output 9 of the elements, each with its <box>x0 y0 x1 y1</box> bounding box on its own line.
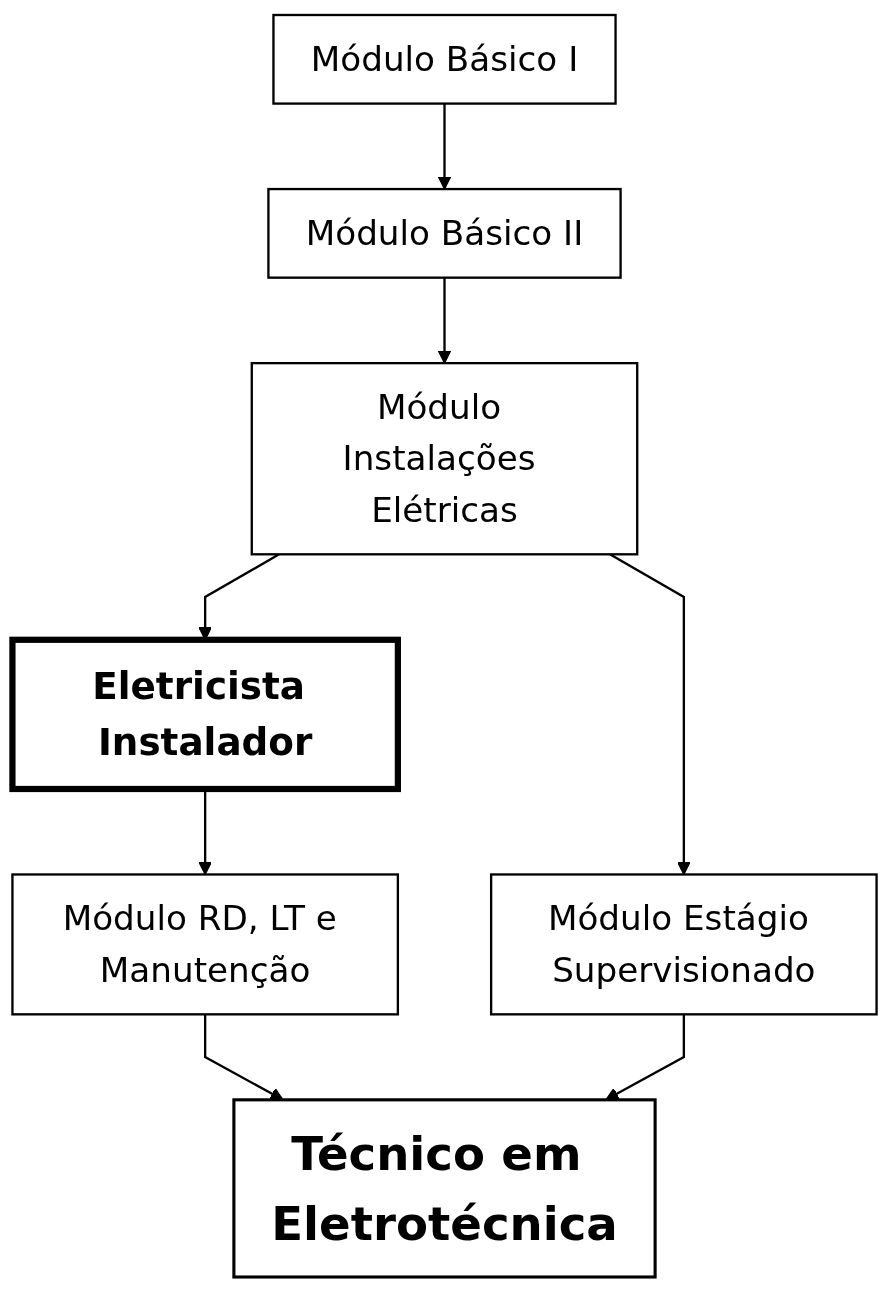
node-box: Eletricista Instalador <box>9 636 401 793</box>
arrow <box>437 277 452 364</box>
node-box: Técnico em Eletrotécnica <box>232 1098 657 1279</box>
node-box: Módulo Instalações Elétricas <box>250 361 639 556</box>
node-box: Módulo Estágio Supervisionado <box>489 873 878 1016</box>
node-box: Módulo Básico I <box>272 13 617 105</box>
arrow <box>437 103 452 190</box>
node-box: Módulo RD, LT e Manutenção <box>11 873 400 1016</box>
node-box: Módulo Básico II <box>267 187 622 279</box>
